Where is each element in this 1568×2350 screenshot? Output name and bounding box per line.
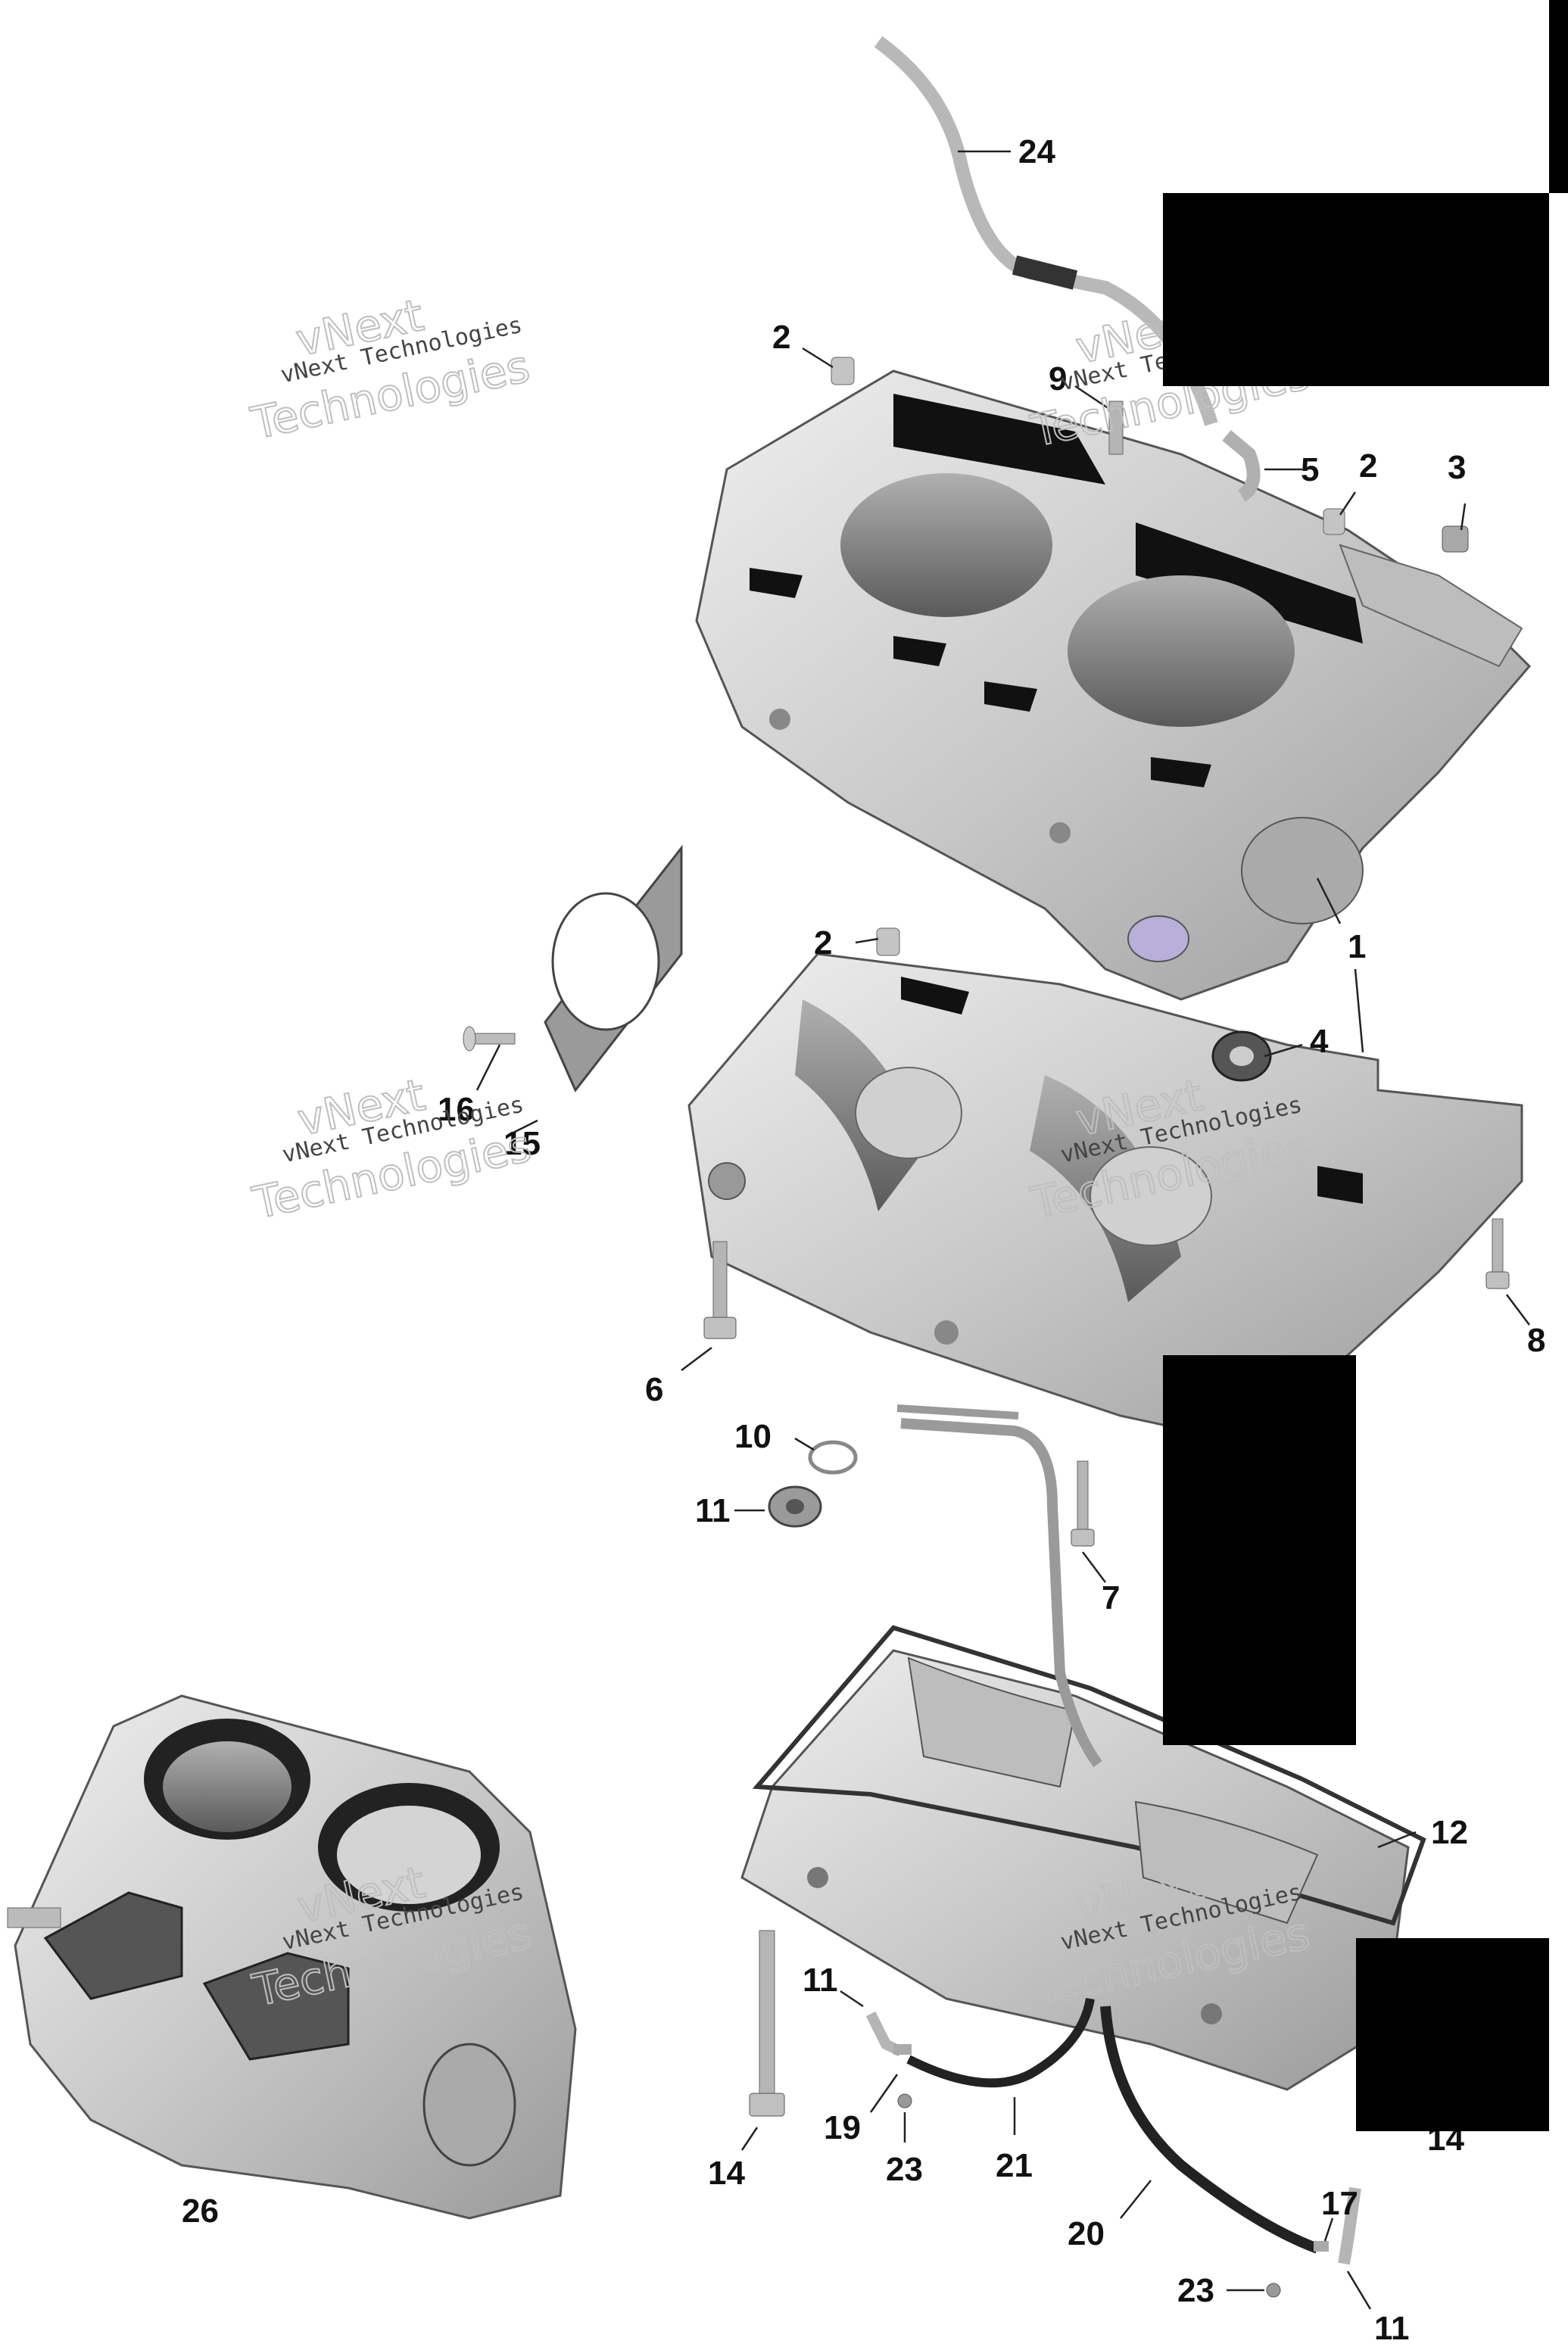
bolt-6 bbox=[703, 1241, 737, 1339]
watermark-5: vNext vNext Technologies Technologies bbox=[1026, 1068, 1315, 1230]
hose-20 bbox=[1100, 2006, 1320, 2254]
callout-2-right: 2 bbox=[1359, 447, 1377, 485]
elbow-5 bbox=[1222, 430, 1261, 502]
callout-23-left: 23 bbox=[886, 2151, 923, 2188]
clamp-23b bbox=[1266, 2283, 1281, 2298]
callout-26: 26 bbox=[182, 2193, 219, 2230]
clamp-23a bbox=[897, 2093, 912, 2108]
callout-11: 11 bbox=[695, 1492, 731, 1529]
callout-24: 24 bbox=[1018, 133, 1055, 170]
bolt-7 bbox=[1071, 1460, 1095, 1547]
watermark-1: vNext vNext Technologies Technologies bbox=[246, 288, 535, 450]
callout-5: 5 bbox=[1301, 451, 1319, 488]
callout-18: 16 bbox=[438, 1091, 475, 1128]
redaction-top-edge bbox=[1549, 0, 1568, 193]
bearing-4 bbox=[1211, 1030, 1272, 1082]
callouts: 24 2 9 5 2 3 1 4 2 16 15 6 8 10 11 7 12 … bbox=[182, 133, 1545, 2347]
dowel-2b bbox=[1323, 508, 1345, 535]
callout-12: 12 bbox=[1431, 1814, 1468, 1851]
fitting-19 bbox=[1314, 2241, 1329, 2252]
redaction-middle bbox=[1163, 1355, 1356, 1745]
upper-crankcase bbox=[695, 369, 1532, 1001]
gasket-17 bbox=[544, 844, 683, 1092]
fitting-21 bbox=[893, 2044, 912, 2055]
callout-2-top: 2 bbox=[772, 319, 790, 356]
callout-9: 9 bbox=[1049, 360, 1067, 397]
stud-9 bbox=[1108, 400, 1124, 455]
callout-7: 7 bbox=[1102, 1579, 1120, 1616]
assembled-engine-26 bbox=[7, 1694, 577, 2220]
oil-pipe bbox=[900, 1418, 1102, 1768]
callout-10: 10 bbox=[734, 1418, 772, 1455]
bolt-18 bbox=[463, 1026, 516, 1052]
lower-crankcase bbox=[687, 952, 1523, 1440]
callout-17: 15 bbox=[503, 1125, 541, 1162]
watermark-2: vNext vNext Technologies Technologies bbox=[248, 1068, 537, 1230]
leader-lines bbox=[475, 150, 1530, 2310]
fitting-14b bbox=[1338, 2186, 1361, 2265]
redaction-bottom-right bbox=[1356, 1938, 1549, 2131]
cover-plate bbox=[740, 1625, 1426, 2091]
callout-3: 3 bbox=[1448, 449, 1466, 486]
callout-23-right: 23 bbox=[1177, 2272, 1214, 2309]
dowel-2a bbox=[831, 357, 855, 385]
o-ring-10 bbox=[808, 1440, 858, 1475]
callout-8: 8 bbox=[1527, 1322, 1545, 1359]
dowel-2c bbox=[876, 927, 900, 956]
callout-15: 14 bbox=[708, 2155, 745, 2192]
callout-6: 6 bbox=[645, 1371, 663, 1408]
callout-21: 19 bbox=[824, 2109, 861, 2146]
hose-22 bbox=[906, 1997, 1095, 2088]
callout-2-mid: 2 bbox=[814, 924, 832, 962]
bush-3 bbox=[1442, 525, 1469, 553]
callout-19: 17 bbox=[1321, 2185, 1358, 2222]
bolt-8 bbox=[1485, 1218, 1510, 1289]
callout-14-left: 11 bbox=[803, 1962, 838, 1999]
callout-1: 1 bbox=[1348, 928, 1366, 965]
callout-4: 4 bbox=[1310, 1023, 1329, 1060]
redaction-top-right bbox=[1163, 193, 1549, 386]
plug-11 bbox=[768, 1485, 822, 1528]
callout-20: 20 bbox=[1068, 2215, 1105, 2252]
callout-22: 21 bbox=[996, 2147, 1033, 2184]
callout-14-right: 11 bbox=[1374, 2310, 1410, 2347]
bolt-15 bbox=[749, 1930, 785, 2117]
